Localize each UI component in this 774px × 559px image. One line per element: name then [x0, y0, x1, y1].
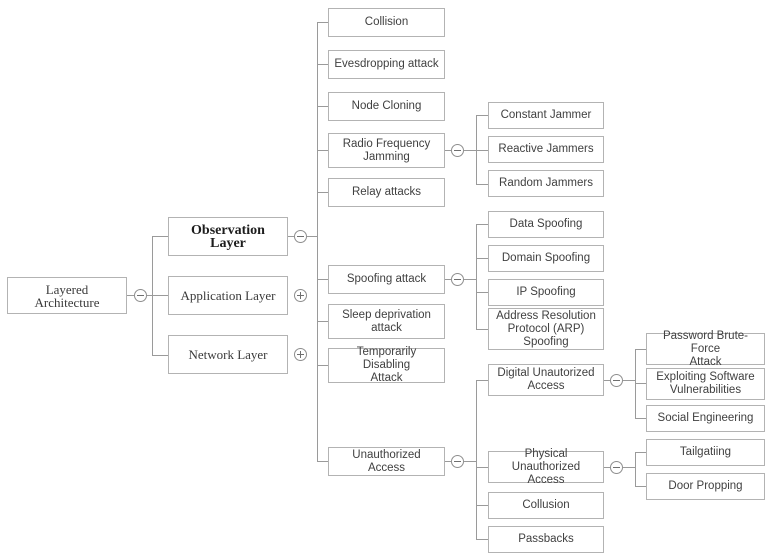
connector-digital-toggle [604, 380, 610, 381]
connector-spoofing-bus [464, 279, 477, 280]
node-relay-attacks[interactable]: Relay attacks [328, 178, 445, 207]
node-application-layer[interactable]: Application Layer [168, 276, 288, 315]
node-digital-unauthorized-access[interactable]: Digital Unautorized Access [488, 364, 604, 396]
node-sleep-deprivation-attack[interactable]: Sleep deprivation attack [328, 304, 445, 339]
connector-unauthorized-toggle [445, 461, 451, 462]
connector-bus-sleep [317, 321, 328, 322]
node-collusion[interactable]: Collusion [488, 492, 604, 519]
connector-bus-exploiting-software [635, 383, 646, 384]
connector-bus-domain-spoofing [476, 258, 488, 259]
node-observation-layer[interactable]: Observation Layer [168, 217, 288, 256]
connector-rfj-toggle [445, 150, 451, 151]
connector-bus-network [152, 355, 168, 356]
node-passbacks[interactable]: Passbacks [488, 526, 604, 553]
connector-bus-radio-frequency [317, 150, 328, 151]
node-reactive-jammers[interactable]: Reactive Jammers [488, 136, 604, 163]
connector-spoofing-toggle [445, 279, 451, 280]
connector-bus-tailgating [635, 452, 646, 453]
toggle-radio-frequency-jamming-collapse-icon[interactable] [451, 144, 464, 157]
node-collision[interactable]: Collision [328, 8, 445, 37]
node-data-spoofing[interactable]: Data Spoofing [488, 211, 604, 238]
connector-physical-toggle [604, 467, 610, 468]
toggle-digital-unauthorized-access-collapse-icon[interactable] [610, 374, 623, 387]
connector-digital-children-bus [635, 349, 636, 419]
node-unauthorized-access[interactable]: Unauthorized Access [328, 447, 445, 476]
connector-observation-bus [307, 236, 318, 237]
node-network-layer[interactable]: Network Layer [168, 335, 288, 374]
node-tailgating[interactable]: Tailgatiing [646, 439, 765, 466]
node-constant-jammer[interactable]: Constant Jammer [488, 102, 604, 129]
connector-bus-door-propping [635, 486, 646, 487]
node-door-propping[interactable]: Door Propping [646, 473, 765, 500]
node-layered-architecture[interactable]: Layered Architecture [7, 277, 127, 314]
connector-unauthorized-bus [464, 461, 477, 462]
connector-physical-children-bus [635, 452, 636, 486]
connector-observation-toggle [288, 236, 294, 237]
connector-bus-relay [317, 192, 328, 193]
connector-bus-collusion [476, 505, 488, 506]
connector-bus-evesdropping [317, 64, 328, 65]
connector-bus-temporarily [317, 365, 328, 366]
node-ip-spoofing[interactable]: IP Spoofing [488, 279, 604, 306]
connector-bus-passbacks [476, 539, 488, 540]
toggle-network-layer-expand-icon[interactable] [294, 348, 307, 361]
node-radio-frequency-jamming[interactable]: Radio Frequency Jamming [328, 133, 445, 168]
node-social-engineering[interactable]: Social Engineering [646, 405, 765, 432]
node-node-cloning[interactable]: Node Cloning [328, 92, 445, 121]
toggle-observation-layer-collapse-icon[interactable] [294, 230, 307, 243]
connector-rfj-bus [464, 150, 477, 151]
toggle-application-layer-expand-icon[interactable] [294, 289, 307, 302]
connector-bus-unauthorized [317, 461, 328, 462]
connector-bus-reactive-jammer [476, 150, 488, 151]
connector-bus-observation [152, 236, 168, 237]
toggle-unauthorized-access-collapse-icon[interactable] [451, 455, 464, 468]
node-spoofing-attack[interactable]: Spoofing attack [328, 265, 445, 294]
node-random-jammers[interactable]: Random Jammers [488, 170, 604, 197]
node-evesdropping-attack[interactable]: Evesdropping attack [328, 50, 445, 79]
connector-bus-data-spoofing [476, 224, 488, 225]
connector-bus-social-engineering [635, 418, 646, 419]
connector-bus-password-brute-force [635, 349, 646, 350]
toggle-physical-unauthorized-access-collapse-icon[interactable] [610, 461, 623, 474]
connector-spoofing-children-bus [476, 224, 477, 329]
connector-unauthorized-children-bus [476, 380, 477, 539]
connector-bus-constant-jammer [476, 115, 488, 116]
connector-layer-bus [152, 236, 153, 355]
toggle-spoofing-attack-collapse-icon[interactable] [451, 273, 464, 286]
connector-digital-bus [623, 380, 636, 381]
connector-root-bus [147, 295, 168, 296]
connector-bus-collision [317, 22, 328, 23]
node-exploiting-software-vulnerabilities[interactable]: Exploiting Software Vulnerabilities [646, 368, 765, 400]
connector-bus-digital-access [476, 380, 488, 381]
connector-bus-random-jammer [476, 184, 488, 185]
connector-bus-arp-spoofing [476, 329, 488, 330]
connector-root-toggle [127, 295, 134, 296]
connector-physical-bus [623, 467, 636, 468]
connector-bus-node-cloning [317, 106, 328, 107]
node-temporarily-disabling-attack[interactable]: Temporarily Disabling Attack [328, 346, 445, 384]
connector-bus-spoofing [317, 279, 328, 280]
node-domain-spoofing[interactable]: Domain Spoofing [488, 245, 604, 272]
node-physical-unauthorized-access[interactable]: Physical Unauthorized Access [488, 448, 604, 486]
node-arp-spoofing[interactable]: Address Resolution Protocol (ARP) Spoofi… [488, 308, 604, 350]
connector-bus-ip-spoofing [476, 292, 488, 293]
node-password-brute-force-attack[interactable]: Password Brute-Force Attack [646, 330, 765, 368]
connector-level2-bus [317, 22, 318, 462]
connector-bus-physical-access [476, 467, 488, 468]
toggle-root-collapse-icon[interactable] [134, 289, 147, 302]
